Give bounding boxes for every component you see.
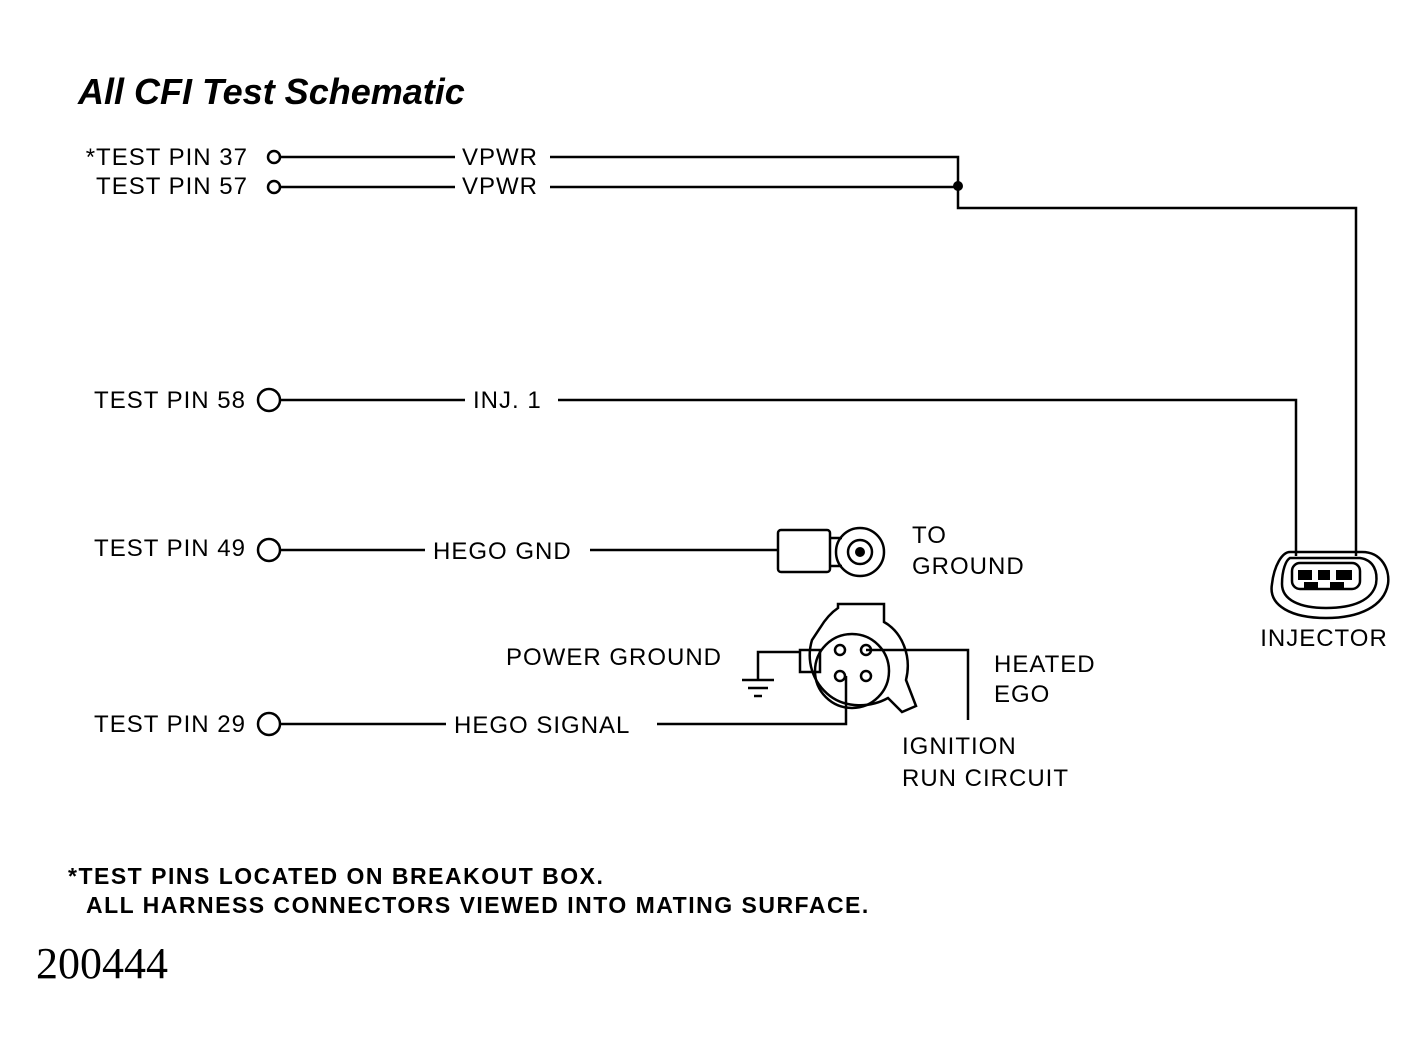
injector-connector	[1270, 550, 1390, 620]
ring-terminal-icon	[776, 526, 886, 578]
test-pin-57-label: TEST PIN 57	[96, 173, 248, 200]
heated-ego-connector	[798, 602, 918, 714]
ignition-label-1: IGNITION	[902, 733, 1017, 760]
inj1-wire-b	[558, 398, 1298, 556]
test-pin-29-label: TEST PIN 29	[94, 711, 246, 738]
figure-number: 200444	[36, 939, 168, 988]
ignition-run-wire	[866, 648, 970, 720]
test-pin-49-label: TEST PIN 49	[94, 535, 246, 562]
test-pin-49-terminal	[256, 537, 282, 563]
ground-symbol-icon	[742, 650, 800, 698]
ignition-label-2: RUN CIRCUIT	[902, 765, 1069, 792]
note-line-1: *TEST PINS LOCATED ON BREAKOUT BOX.	[68, 863, 604, 889]
heated-ego-label-1: HEATED	[994, 651, 1096, 678]
vpwr-to-injector-wire	[956, 186, 1358, 556]
diagram-title: All CFI Test Schematic	[77, 71, 465, 112]
inj1-label: INJ. 1	[473, 387, 542, 414]
vpwr-label-1: VPWR	[462, 144, 538, 171]
injector-label: INJECTOR	[1260, 625, 1388, 652]
vpwr-label-2: VPWR	[462, 173, 538, 200]
test-pin-37-label: *TEST PIN 37	[86, 144, 248, 171]
vpwr-wire-1b	[550, 155, 960, 186]
hego-signal-wire-b	[657, 676, 848, 726]
test-pin-37-terminal	[266, 149, 282, 165]
heated-ego-label-2: EGO	[994, 681, 1050, 708]
test-pin-29-terminal	[256, 711, 282, 737]
hego-signal-label: HEGO SIGNAL	[454, 712, 630, 739]
test-pin-58-terminal	[256, 387, 282, 413]
test-pin-58-label: TEST PIN 58	[94, 387, 246, 414]
to-ground-label-1: TO	[912, 522, 947, 549]
note-line-2: ALL HARNESS CONNECTORS VIEWED INTO MATIN…	[86, 892, 870, 918]
hego-gnd-label: HEGO GND	[433, 538, 572, 565]
power-ground-label: POWER GROUND	[506, 644, 722, 671]
to-ground-label-2: GROUND	[912, 553, 1025, 580]
test-pin-57-terminal	[266, 179, 282, 195]
